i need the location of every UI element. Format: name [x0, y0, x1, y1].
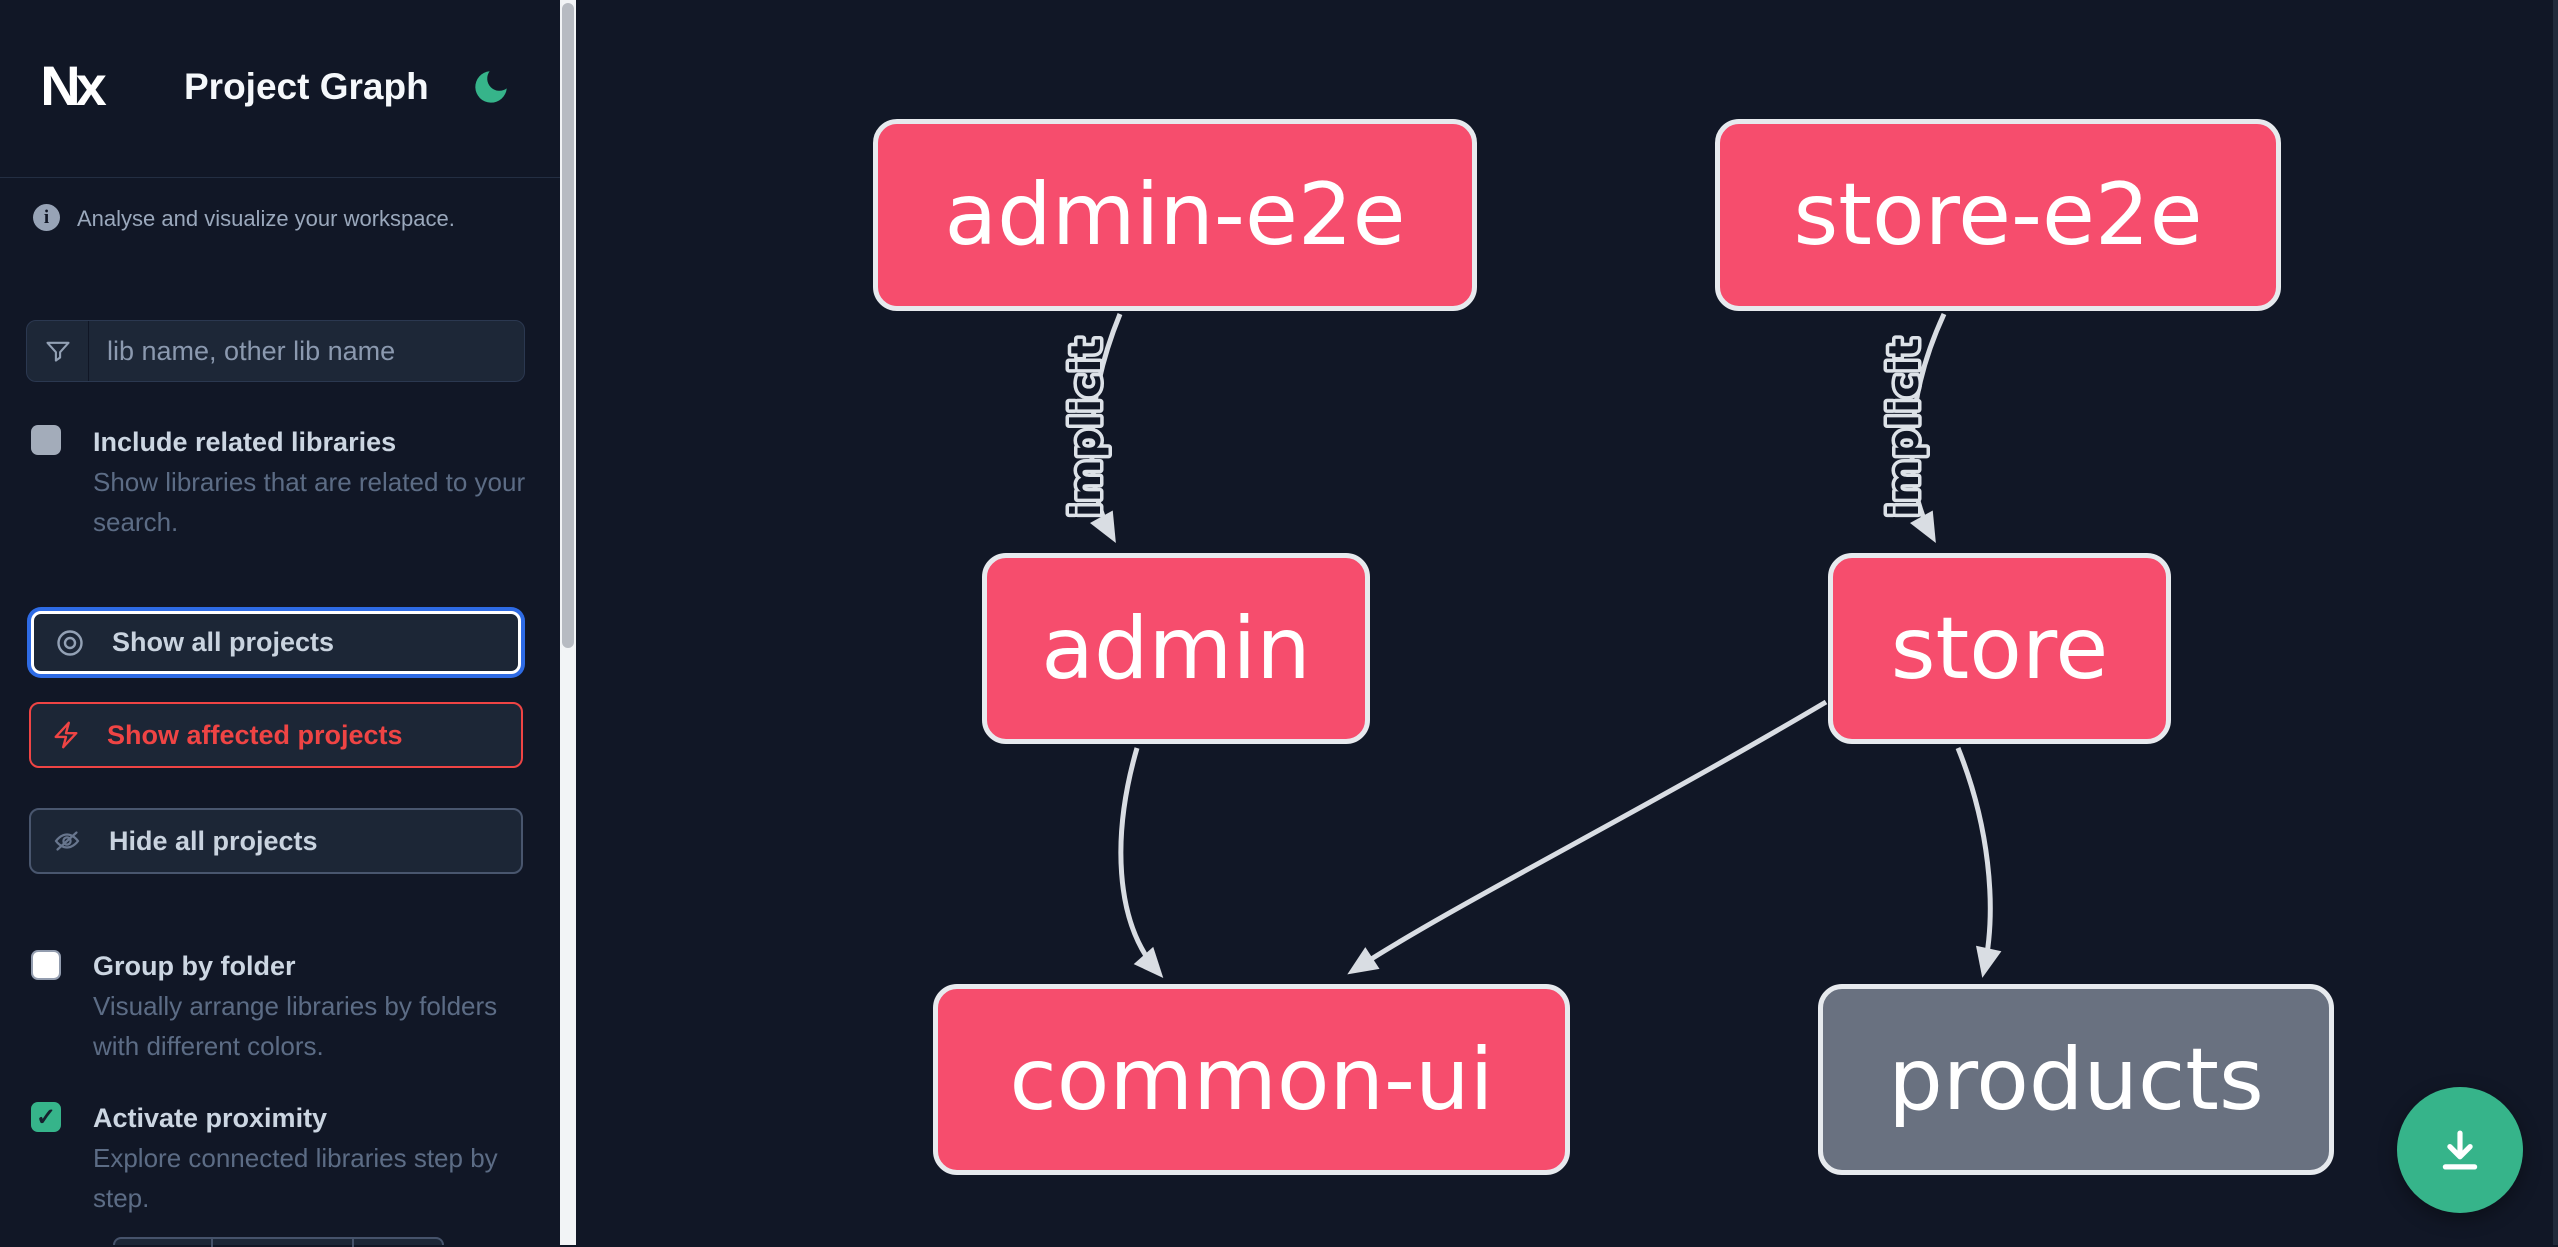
graph-node-products[interactable]: products [1818, 984, 2334, 1175]
theme-toggle-button[interactable] [470, 66, 512, 108]
group-by-folder-checkbox[interactable] [31, 950, 61, 980]
hide-all-projects-button[interactable]: Hide all projects [29, 808, 523, 874]
edge-store-products[interactable] [1955, 747, 2002, 978]
graph-node-admin[interactable]: admin [982, 553, 1370, 744]
graph-node-store-e2e[interactable]: store-e2e [1715, 119, 2281, 311]
edge-store-common-ui[interactable] [1347, 699, 1828, 975]
moon-icon [470, 66, 512, 108]
node-label: store-e2e [1793, 165, 2203, 265]
stepper-divider [211, 1239, 213, 1247]
include-related-description: Show libraries that are related to your … [93, 467, 526, 537]
edge-label-implicit: implicit [1880, 337, 1928, 517]
workspace-tagline: Analyse and visualize your workspace. [77, 206, 455, 231]
header-divider [0, 177, 560, 178]
node-label: admin-e2e [944, 165, 1406, 265]
download-icon [2433, 1123, 2487, 1177]
show-all-projects-button[interactable]: Show all projects [31, 611, 521, 674]
eye-off-icon [51, 825, 83, 857]
activate-proximity-label: Activate proximity [93, 1103, 328, 1133]
edge-admin-e2e-admin[interactable] [1089, 313, 1123, 544]
window-scrollbar-gutter [2553, 0, 2558, 1245]
bolt-icon [51, 720, 81, 750]
node-label: admin [1041, 598, 1311, 699]
graph-node-common-ui[interactable]: common-ui [933, 984, 1570, 1175]
activate-proximity-description: Explore connected libraries step by step… [93, 1143, 498, 1213]
page-title: Project Graph [184, 66, 429, 107]
filter-projects-input[interactable] [89, 321, 524, 381]
nx-logo: Nx [40, 54, 107, 117]
graph-node-store[interactable]: store [1828, 553, 2171, 744]
include-related-checkbox[interactable] [31, 425, 61, 455]
node-label: store [1890, 598, 2109, 699]
edge-store-e2e-store[interactable] [1909, 312, 1947, 544]
group-by-folder-description: Visually arrange libraries by folders wi… [93, 991, 498, 1061]
graph-node-admin-e2e[interactable]: admin-e2e [873, 119, 1477, 311]
proximity-degree-stepper[interactable] [113, 1237, 444, 1247]
sidebar-scrollbar-thumb[interactable] [562, 3, 574, 648]
group-by-folder-label: Group by folder [93, 951, 296, 981]
include-related-label: Include related libraries [93, 427, 397, 457]
eye-icon [54, 627, 86, 659]
stepper-divider [352, 1239, 354, 1247]
download-graph-button[interactable] [2397, 1087, 2523, 1213]
filter-icon [27, 321, 89, 381]
check-icon: ✓ [35, 1103, 57, 1131]
show-affected-projects-button[interactable]: Show affected projects [29, 702, 523, 768]
show-all-projects-label: Show all projects [112, 627, 335, 657]
hide-all-projects-label: Hide all projects [109, 825, 318, 856]
node-label: products [1888, 1029, 2264, 1130]
activate-proximity-checkbox[interactable]: ✓ [31, 1102, 61, 1132]
node-label: common-ui [1009, 1029, 1494, 1130]
sidebar-scrollbar[interactable] [560, 0, 576, 1245]
edge-admin-common-ui[interactable] [1118, 747, 1164, 979]
sidebar: Nx Project Graph i Analyse and visualize… [0, 0, 576, 1247]
info-icon: i [33, 204, 60, 231]
edge-label-implicit: implicit [1062, 337, 1110, 517]
search-box [26, 320, 525, 382]
show-affected-projects-label: Show affected projects [107, 719, 403, 750]
